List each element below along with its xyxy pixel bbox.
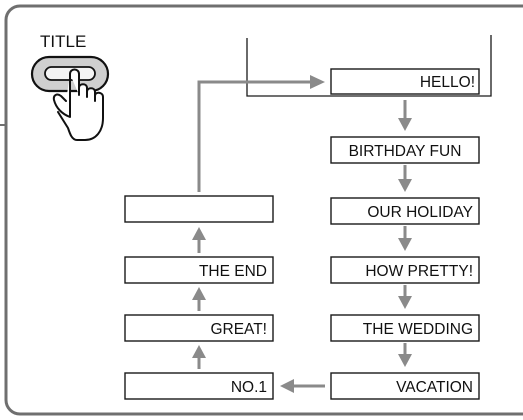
arrow-right-icon	[310, 75, 325, 89]
box-the-end	[124, 256, 274, 284]
arrow-left-icon	[280, 379, 294, 393]
box-label: HOW PRETTY!	[365, 263, 473, 280]
box-blank	[124, 195, 274, 223]
box-label: THE END	[199, 263, 267, 280]
box-label: OUR HOLIDAY	[367, 204, 473, 221]
arrow-up-icon	[192, 227, 206, 240]
box-label: NO.1	[231, 379, 267, 396]
box-vacation	[330, 372, 480, 400]
arrow-down-icon	[398, 179, 412, 192]
finger-press-button-icon[interactable]	[30, 55, 110, 141]
box-label: HELLO!	[420, 74, 475, 91]
group-bracket	[246, 35, 492, 97]
right-sequence: HELLO! BIRTHDAY FUN OUR HOLIDAY HOW PRET…	[330, 68, 480, 400]
arrow-down-icon	[398, 238, 412, 251]
left-sequence: NO.1 GREAT! THE END	[124, 195, 274, 400]
loop-back-line	[197, 80, 312, 192]
left-up-arrows	[192, 227, 206, 369]
box-birthday-fun	[330, 136, 480, 164]
arrow-up-icon	[192, 287, 206, 300]
right-down-arrows	[398, 100, 412, 367]
box-label: VACATION	[396, 379, 473, 396]
box-label: GREAT!	[210, 321, 267, 338]
title-button-label: TITLE	[40, 32, 86, 51]
box-the-wedding	[330, 314, 480, 342]
box-no1	[124, 372, 274, 400]
arrow-down-icon	[398, 354, 412, 367]
box-our-holiday	[330, 197, 480, 225]
box-label: BIRTHDAY FUN	[349, 143, 462, 160]
box-label: THE WEDDING	[363, 321, 473, 338]
box-how-pretty	[330, 256, 480, 284]
box-hello	[330, 68, 480, 95]
arrow-down-icon	[398, 296, 412, 309]
box-great	[124, 314, 274, 342]
arrow-up-icon	[192, 345, 206, 358]
arrow-down-icon	[398, 118, 412, 131]
